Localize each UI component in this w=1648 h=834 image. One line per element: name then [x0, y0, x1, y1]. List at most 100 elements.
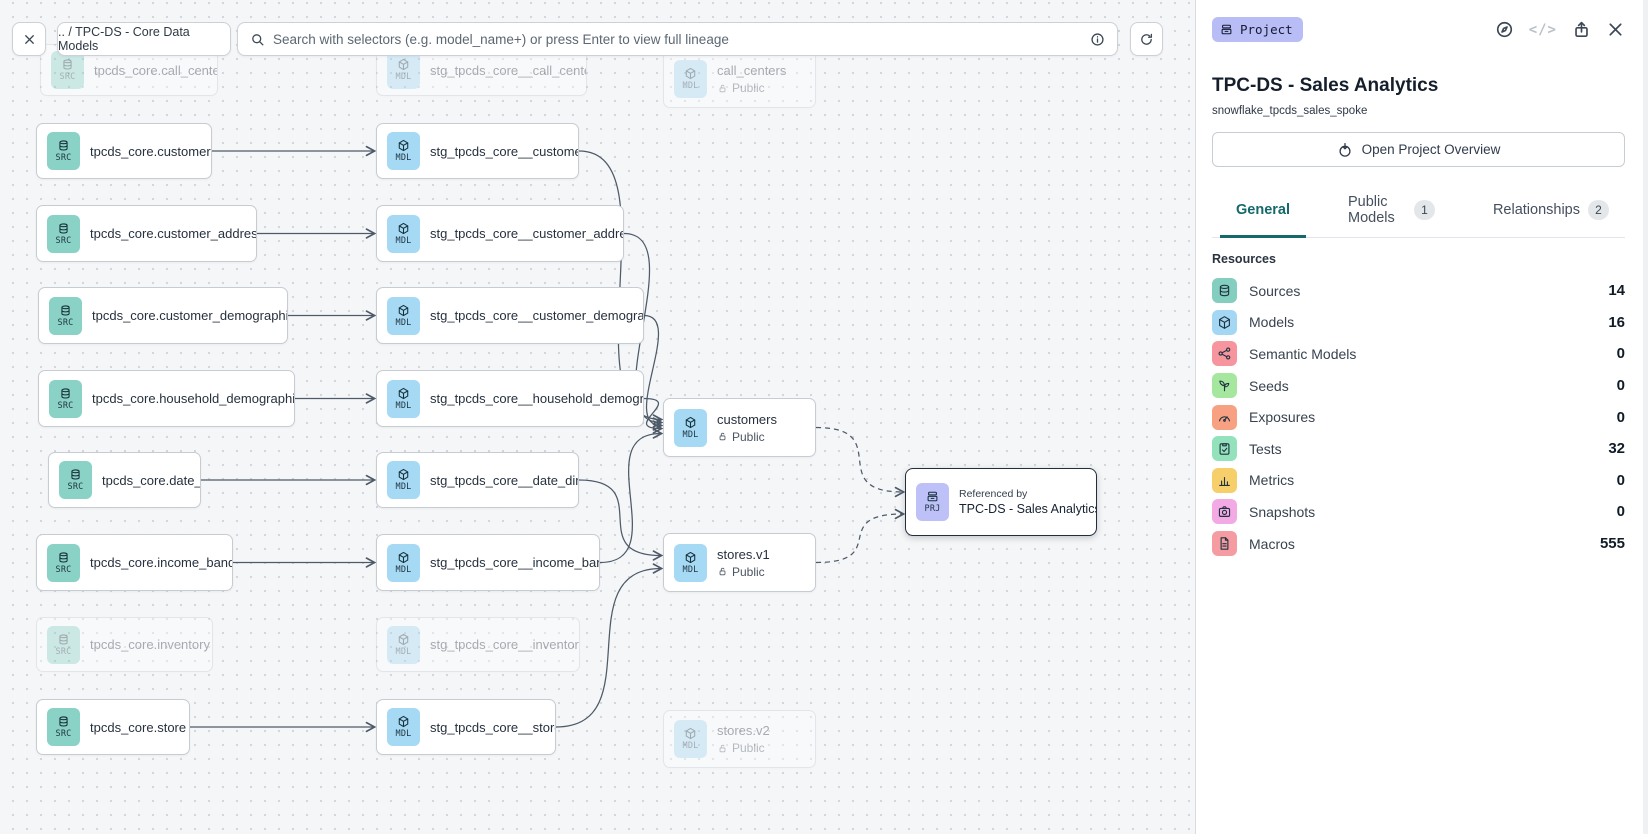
search-icon: [252, 33, 264, 45]
resource-label: Macros: [1249, 535, 1295, 552]
node-text: tpcds_core.date_dim: [102, 472, 201, 488]
open-project-overview-label: Open Project Overview: [1361, 142, 1501, 157]
node-text: stg_tpcds_core__customer_demogra…: [430, 308, 643, 323]
node-text: stg_tpcds_core__household_demogr…: [430, 391, 643, 406]
node-type-tag: MDL: [682, 81, 699, 91]
tab-label: Relationships: [1492, 202, 1580, 218]
lineage-node-src-customer-address[interactable]: SRC tpcds_core.customer_address: [36, 205, 257, 262]
panel-actions: </>: [1495, 20, 1625, 39]
node-type-tile: SRC: [47, 214, 80, 253]
refresh-button[interactable]: [1130, 22, 1163, 56]
open-project-overview-button[interactable]: Open Project Overview: [1212, 132, 1625, 167]
node-label: call_centers: [717, 63, 787, 78]
semantic-graph-icon: [1218, 347, 1231, 360]
node-text: stg_tpcds_core__inventory: [430, 637, 579, 652]
node-type-tile: SRC: [49, 296, 82, 335]
resource-label: Snapshots: [1249, 503, 1316, 520]
node-type-tag: PRJ: [924, 504, 941, 514]
breadcrumb[interactable]: .. / TPC-DS - Core Data Models: [57, 22, 231, 56]
node-type-tile: MDL: [674, 408, 707, 447]
database-icon: [59, 222, 68, 233]
resource-icon-tile: [1212, 499, 1237, 525]
close-panel-button[interactable]: [1606, 20, 1625, 39]
node-label: stg_tpcds_core__date_dim: [430, 472, 579, 488]
lineage-node-stg-income-band[interactable]: MDL stg_tpcds_core__income_band: [376, 534, 600, 591]
lineage-node-stg-inventory[interactable]: MDL stg_tpcds_core__inventory: [376, 617, 580, 672]
unlock-icon: [719, 84, 726, 92]
node-type-tag: SRC: [59, 72, 76, 82]
explore-lineage-button[interactable]: [1495, 20, 1514, 39]
lineage-node-src-date-dim[interactable]: SRC tpcds_core.date_dim: [48, 452, 201, 508]
cube-icon: [398, 551, 409, 563]
lineage-edge: [815, 426, 906, 498]
node-type-tile: MDL: [387, 132, 420, 170]
overview-scope-icon: [1339, 142, 1351, 157]
lineage-node-stg-customer[interactable]: MDL stg_tpcds_core__customer: [376, 123, 579, 179]
node-text: tpcds_core.income_band: [90, 555, 233, 570]
node-kicker: Referenced by: [959, 488, 1028, 500]
close-lineage-button[interactable]: [12, 22, 46, 56]
node-type-tag: MDL: [395, 646, 412, 657]
node-type-tile: MDL: [674, 60, 707, 98]
share-button[interactable]: [1572, 20, 1591, 39]
tab-general[interactable]: General: [1220, 194, 1306, 238]
node-type-tile: PRJ: [916, 483, 949, 521]
search-bar[interactable]: [237, 22, 1118, 56]
resource-icon-tile: [1212, 436, 1237, 462]
cube-icon: [398, 139, 409, 152]
resource-label: Sources: [1249, 282, 1301, 299]
view-code-button[interactable]: </>: [1529, 22, 1557, 38]
node-type-tile: MDL: [387, 708, 420, 746]
node-text: stg_tpcds_core__income_band: [430, 555, 599, 570]
node-type-tile: SRC: [59, 461, 92, 499]
close-icon: [1609, 23, 1622, 36]
node-access-badge: Public: [717, 565, 770, 579]
node-access-badge: Public: [717, 741, 770, 755]
node-label: tpcds_core.income_band: [90, 555, 233, 570]
node-type-tag: MDL: [395, 235, 412, 246]
node-text: stg_tpcds_core__customer: [430, 144, 578, 159]
lineage-node-stg-household-demographics[interactable]: MDL stg_tpcds_core__household_demogr…: [376, 370, 644, 427]
node-label: tpcds_core.customer_address: [90, 226, 257, 241]
node-type-tag: MDL: [395, 400, 412, 411]
node-text: tpcds_core.customer_address: [90, 226, 257, 241]
node-type-tag: MDL: [682, 564, 699, 575]
node-type-tag: MDL: [682, 741, 699, 751]
database-icon: [59, 716, 68, 727]
panel-header: Project </>: [1212, 17, 1625, 42]
info-icon[interactable]: [1090, 32, 1105, 47]
unlock-icon: [719, 567, 726, 576]
cube-icon: [398, 468, 409, 481]
resource-icon-tile: [1212, 467, 1237, 493]
unlock-icon: [719, 744, 726, 752]
page-title: TPC-DS - Sales Analytics: [1212, 75, 1439, 96]
node-label: tpcds_core.date_dim: [102, 472, 201, 488]
resource-count: 0: [1616, 377, 1625, 395]
node-type-tag: MDL: [395, 564, 412, 575]
search-input[interactable]: [273, 31, 1082, 47]
